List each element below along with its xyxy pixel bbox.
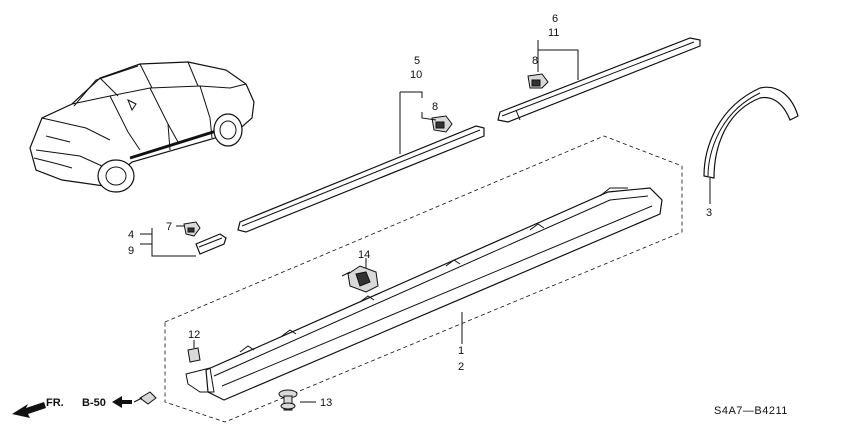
front-garnish: [195, 233, 227, 255]
callout-10: 10: [410, 69, 422, 81]
callout-13: 13: [320, 397, 332, 409]
front-door-molding: [237, 125, 485, 233]
wheel-arch-molding: [703, 86, 799, 179]
rocker-group-box: [164, 135, 683, 423]
screw-13: [278, 389, 298, 411]
b50-screw: [133, 391, 157, 405]
front-arrow-icon: [12, 402, 46, 418]
callout-6: 6: [552, 13, 558, 25]
callout-4: 4: [128, 229, 134, 241]
rear-door-molding: [497, 37, 701, 123]
leader-lines: [140, 40, 711, 403]
clip-14: [341, 265, 379, 293]
side-sill-garnish: [185, 187, 663, 401]
callout-8-front: 8: [432, 101, 438, 113]
clip-7: [183, 221, 201, 237]
car-illustration: [29, 61, 255, 193]
callout-7: 7: [166, 221, 172, 233]
callout-8-rear: 8: [532, 55, 538, 67]
clip-8-rear: [527, 73, 549, 89]
callout-3: 3: [706, 207, 712, 219]
callout-12: 12: [188, 329, 200, 341]
clip-12: [187, 347, 201, 363]
callout-9: 9: [128, 245, 134, 257]
front-label: FR.: [46, 397, 64, 409]
callout-2: 2: [458, 361, 464, 373]
callout-14: 14: [358, 249, 370, 261]
callout-1: 1: [458, 345, 464, 357]
callout-11: 11: [548, 27, 559, 39]
diagram-code: S4A7—B4211: [714, 405, 788, 417]
reference-arrow-icon: [112, 396, 132, 408]
clip-8-front: [431, 115, 453, 133]
callout-5: 5: [414, 55, 420, 67]
reference-label: B-50: [82, 397, 106, 409]
